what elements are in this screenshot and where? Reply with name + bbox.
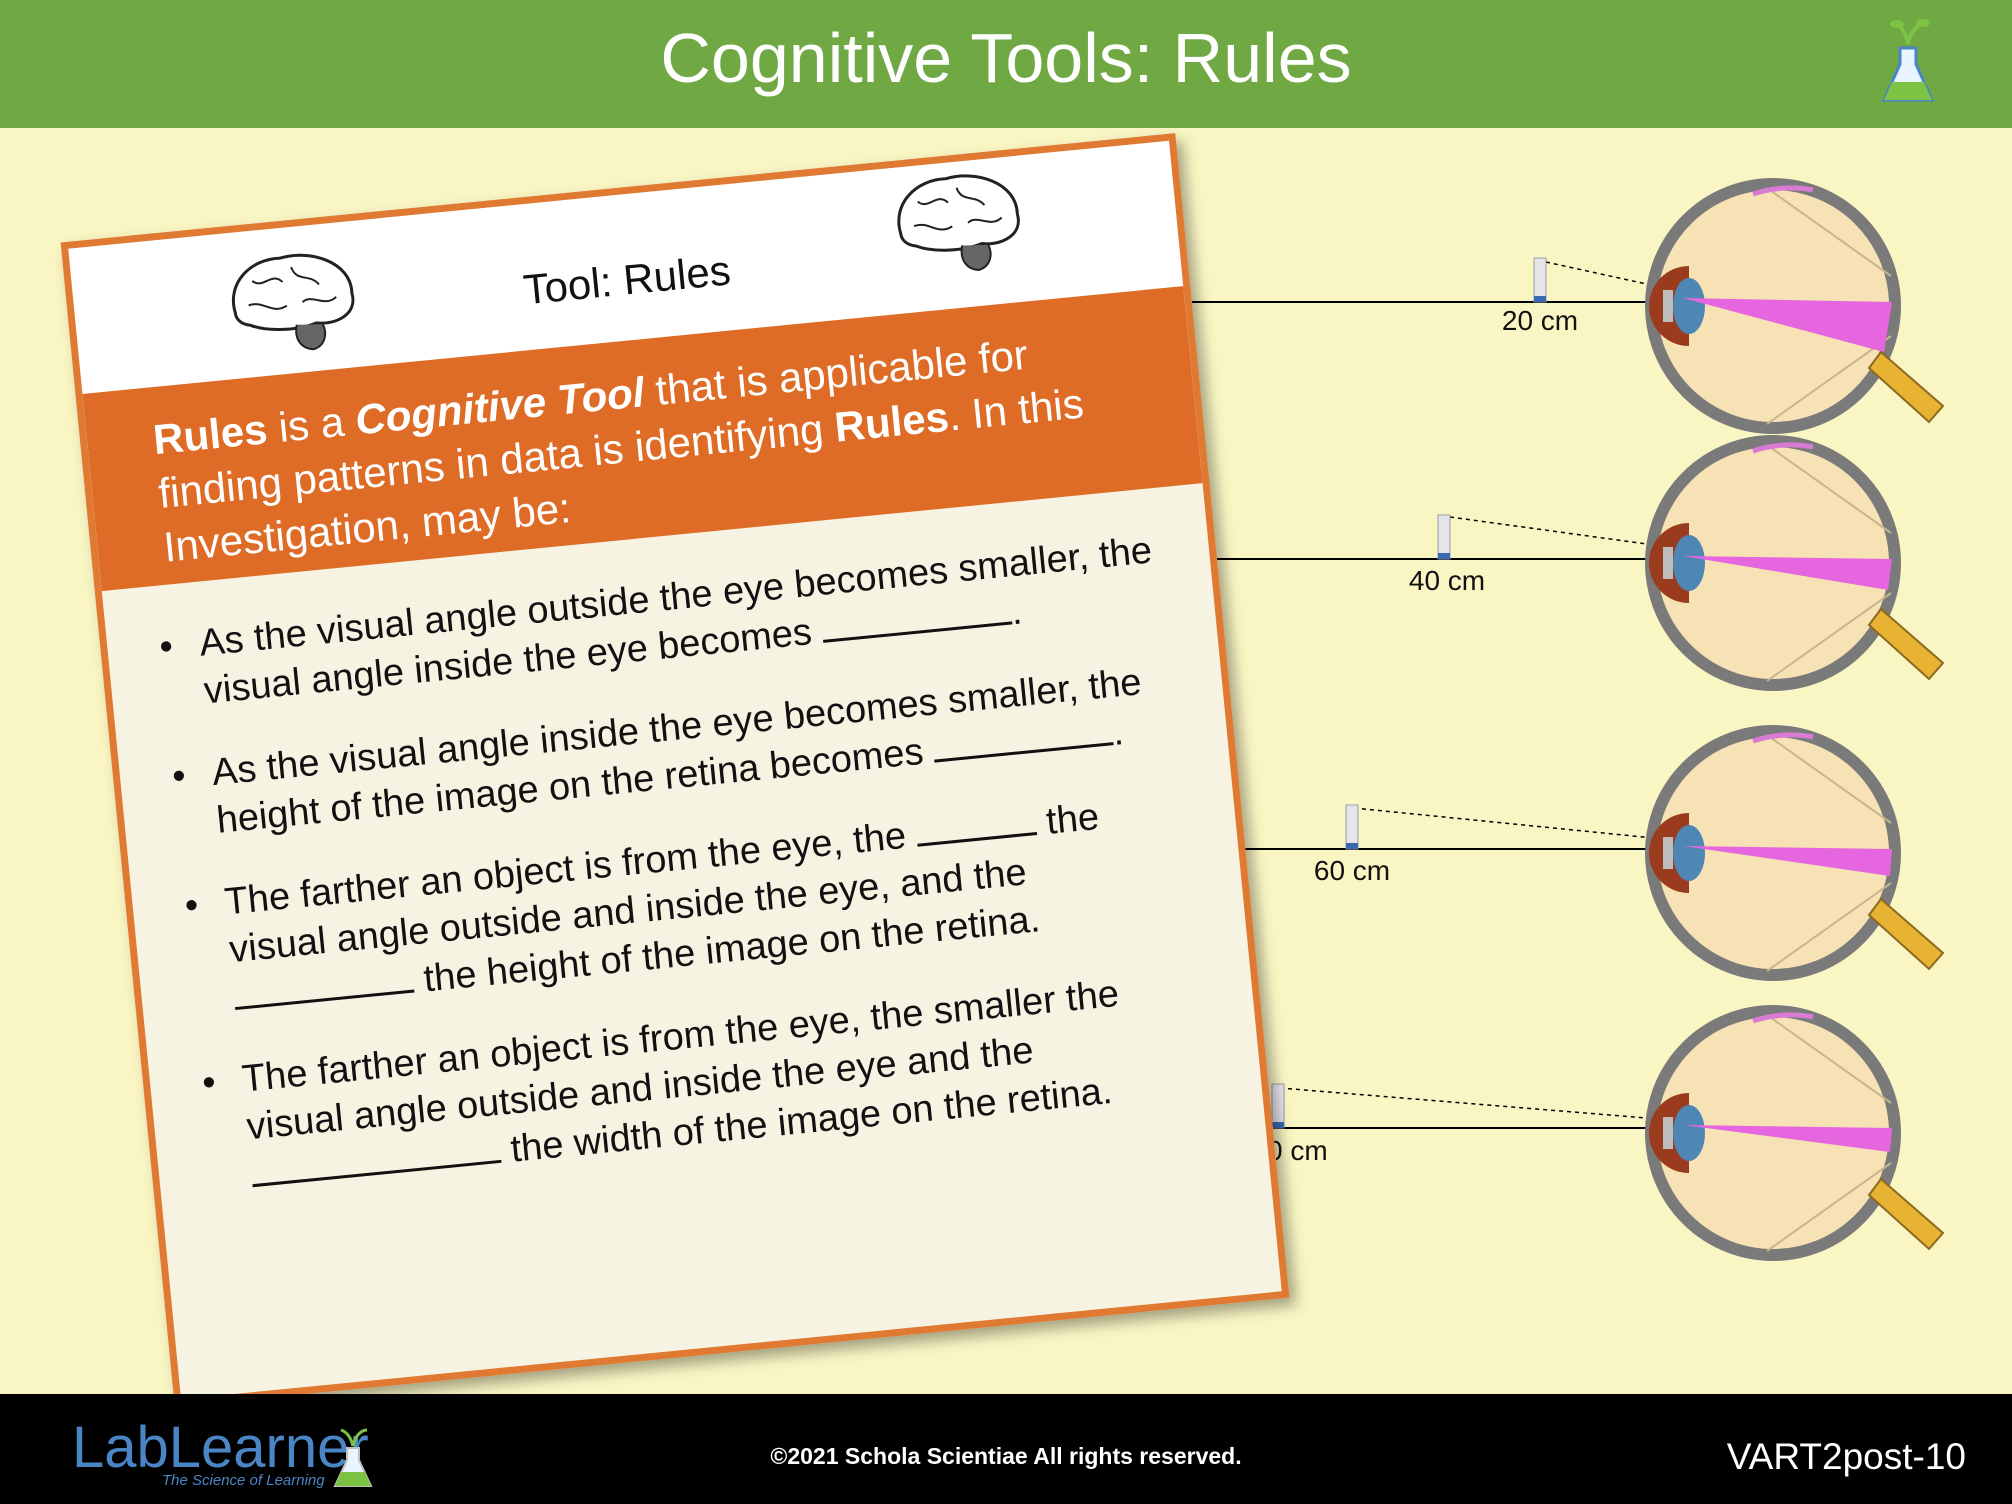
eye-figure-3: 60 cm [1135, 731, 1943, 975]
eye-figure-2: 40 cm [1135, 441, 1943, 685]
intro-term: Rules [150, 405, 270, 464]
logo-tagline: The Science of Learning [162, 1472, 325, 1489]
flask-sprout-icon [1881, 19, 1935, 102]
lablearner-logo: LabLearner [72, 1415, 369, 1480]
brain-icon [232, 253, 355, 351]
distance-label-2: 40 cm [1409, 565, 1485, 596]
page-title: Cognitive Tools: Rules [660, 19, 1352, 97]
distance-label-3: 60 cm [1314, 855, 1390, 886]
slide-code: VART2post-10 [1726, 1436, 1966, 1477]
brain-icon [897, 174, 1020, 271]
rules-card: Tool: Rules Rules is a Cognitive Tool th… [60, 133, 1290, 1407]
eye-figure-4: 0 cm [1135, 1011, 1943, 1255]
copyright-text: ©2021 Schola Scientiae All rights reserv… [770, 1443, 1242, 1469]
distance-label-4: 0 cm [1267, 1135, 1328, 1166]
intro-text-1: is a [264, 396, 358, 453]
answer-blank[interactable] [914, 802, 1037, 847]
rules-list: As the visual angle outside the eye beco… [102, 483, 1267, 1242]
intro-term-2: Rules [832, 392, 951, 451]
eye-figure-1: 20 cm [1135, 184, 1943, 428]
card-header: Tool: Rules [68, 140, 1184, 395]
distance-label-1: 20 cm [1502, 305, 1578, 336]
header-bar: Cognitive Tools: Rules [0, 0, 2012, 128]
flask-sprout-icon [333, 1428, 373, 1487]
